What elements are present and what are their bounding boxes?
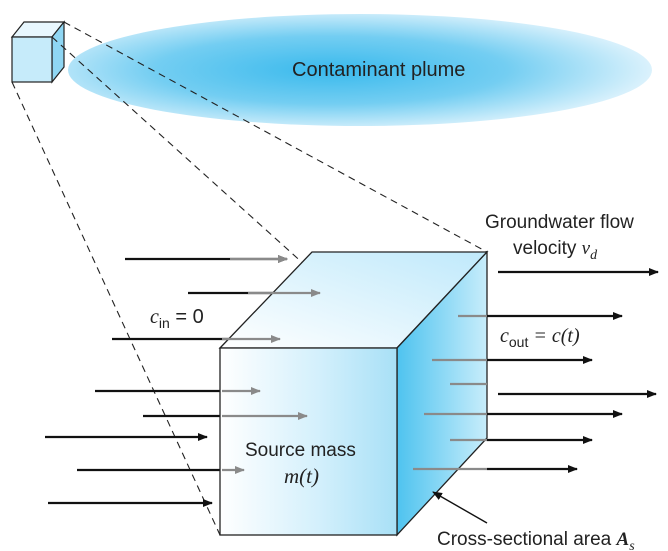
area-pointer	[432, 491, 488, 524]
small-source-cube	[10, 20, 66, 84]
plume-label: Contaminant plume	[292, 59, 465, 81]
outflow-arrows-grey	[413, 314, 487, 471]
arrows-through-cube	[222, 255, 321, 474]
outflow-concentration-label: cout = c(t)	[500, 325, 580, 350]
outflow-arrows-dark	[487, 268, 659, 473]
cross-sectional-area-label: Cross-sectional area As	[437, 529, 635, 551]
source-cube	[218, 250, 489, 537]
cube-front-face	[219, 347, 398, 536]
contaminant-plume	[68, 14, 652, 126]
source-mass-label: Source mass	[245, 440, 356, 461]
inflow-concentration-label: cin = 0	[150, 306, 204, 331]
source-mass-symbol: m(t)	[284, 464, 319, 488]
flow-label-line1: Groundwater flow	[485, 212, 634, 233]
flow-label-line2: velocity vd	[513, 238, 598, 263]
